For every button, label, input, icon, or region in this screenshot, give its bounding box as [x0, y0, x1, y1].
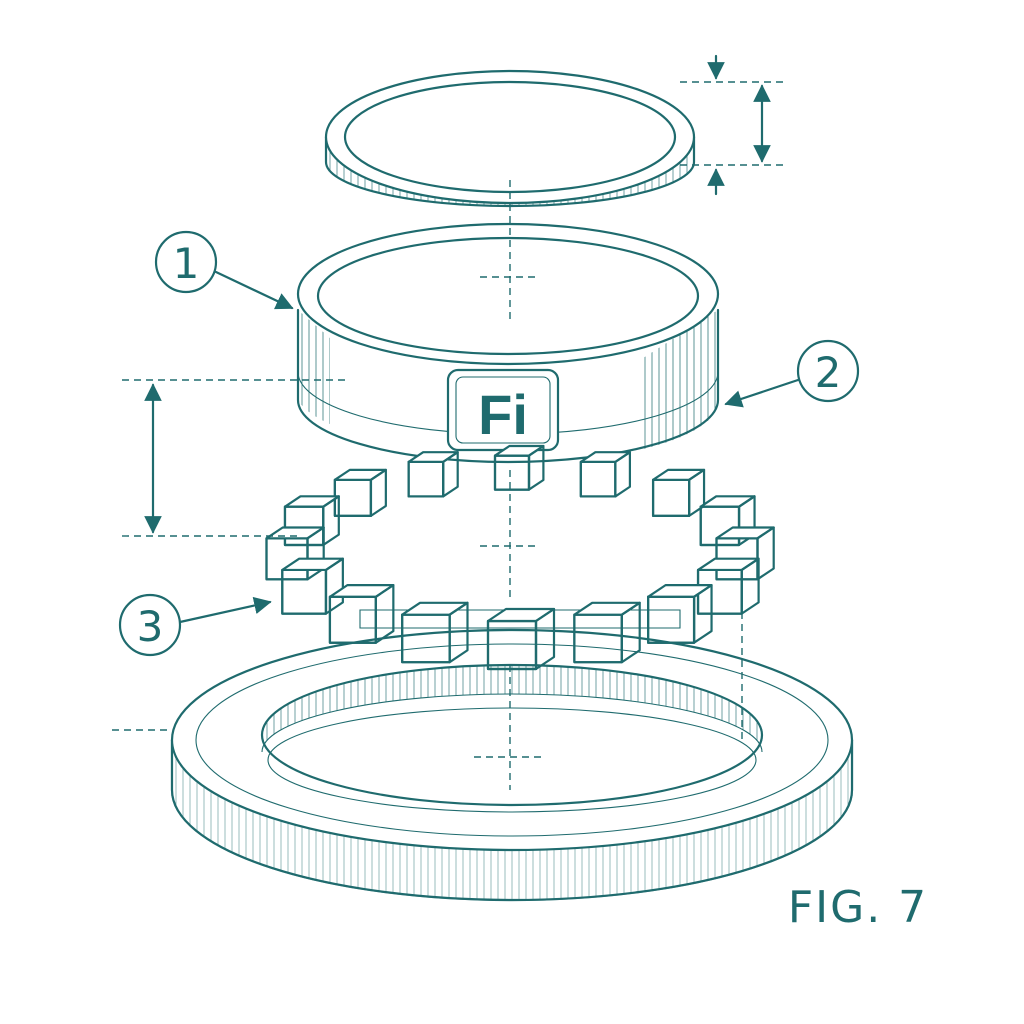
- ring-block: [486, 607, 556, 671]
- ring-block: [328, 584, 395, 644]
- svg-text:2: 2: [815, 348, 842, 397]
- base-ring: [170, 628, 854, 902]
- block-front-face: [328, 595, 377, 644]
- ring-block: [573, 601, 641, 664]
- block-side-face: [692, 584, 713, 644]
- callout-3: 3: [118, 593, 272, 657]
- ring-block: [696, 557, 760, 615]
- ring-block: [333, 468, 387, 517]
- block-side-face: [620, 601, 641, 664]
- svg-text:3: 3: [137, 602, 164, 651]
- ring-block: [715, 526, 775, 581]
- svg-text:1: 1: [173, 239, 200, 288]
- fi-logo-badge: Fi: [446, 368, 560, 452]
- block-side-face: [448, 601, 469, 664]
- ring-block: [493, 444, 545, 491]
- upper-ring: [324, 69, 696, 208]
- block-side-face: [324, 557, 344, 615]
- ring-block: [401, 601, 469, 664]
- block-front-backdrop: [647, 595, 696, 644]
- block-front-face: [579, 460, 617, 498]
- ring-block: [407, 451, 459, 498]
- block-front-face: [333, 478, 373, 517]
- dimension-top-right: [680, 54, 785, 196]
- ring-block: [699, 495, 756, 547]
- center-axis: [112, 180, 743, 790]
- dimension-left: [122, 379, 345, 537]
- block-side-face: [740, 557, 760, 615]
- block-front-backdrop: [651, 478, 691, 517]
- block-front-face: [696, 568, 743, 615]
- block-front-face: [651, 478, 691, 517]
- ring-block: [579, 451, 632, 498]
- callout-1: 1: [154, 230, 294, 310]
- block-side-face: [374, 584, 395, 644]
- block-front-backdrop: [407, 460, 445, 498]
- block-side-face: [534, 607, 556, 671]
- ring-block: [647, 584, 713, 644]
- block-front-backdrop: [333, 478, 373, 517]
- figure-label: FIG. 7: [788, 882, 928, 933]
- block-front-face: [647, 595, 696, 644]
- block-side-face: [756, 526, 775, 581]
- segmented-block-ring: [265, 444, 775, 671]
- block-front-backdrop: [696, 568, 743, 615]
- block-side-face: [614, 451, 632, 498]
- block-side-face: [442, 451, 459, 498]
- block-link-bar: [359, 609, 681, 629]
- callout-2: 2: [724, 339, 860, 408]
- block-side-face: [527, 444, 545, 491]
- block-side-face: [369, 468, 387, 517]
- block-front-backdrop: [328, 595, 377, 644]
- ring-block: [281, 557, 344, 615]
- ring-block: [651, 468, 706, 517]
- logo-text: Fi: [478, 383, 528, 446]
- block-front-backdrop: [281, 568, 328, 615]
- block-front-backdrop: [579, 460, 617, 498]
- ring-block: [265, 526, 325, 581]
- block-front-face: [281, 568, 328, 615]
- block-front-face: [407, 460, 445, 498]
- cup-body: Fi: [296, 222, 720, 464]
